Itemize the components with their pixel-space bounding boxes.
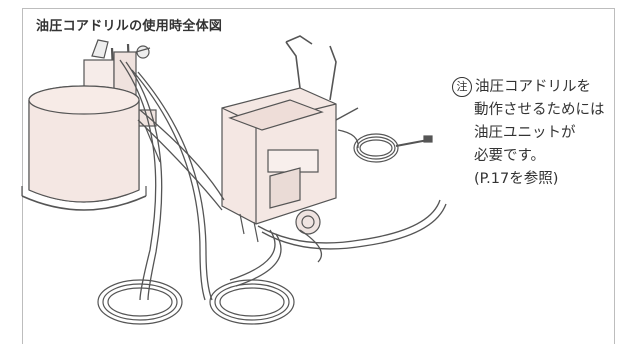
note-line-5: (P.17を参照): [474, 171, 559, 187]
note-box: 注油圧コアドリルを 動作させるためには 油圧ユニットが 必要です。 (P.17を…: [452, 76, 605, 191]
hydraulic-hoses: [119, 59, 447, 301]
note-line-1: 注油圧コアドリルを: [452, 76, 605, 99]
figure-frame: [22, 8, 615, 344]
hydraulic-unit: [221, 35, 359, 243]
hose-coil-left: [97, 279, 183, 325]
note-mark-icon: 注: [452, 77, 472, 97]
power-cable-coil: [337, 129, 433, 163]
hose-coil-right: [209, 279, 295, 325]
note-line-3: 油圧ユニットが: [474, 125, 576, 141]
note-line-4: 必要です。: [474, 148, 546, 164]
core-bit-drum: [21, 85, 147, 211]
note-line-2: 動作させるためには: [474, 102, 605, 118]
figure-title: 油圧コアドリルの使用時全体図: [36, 19, 223, 34]
